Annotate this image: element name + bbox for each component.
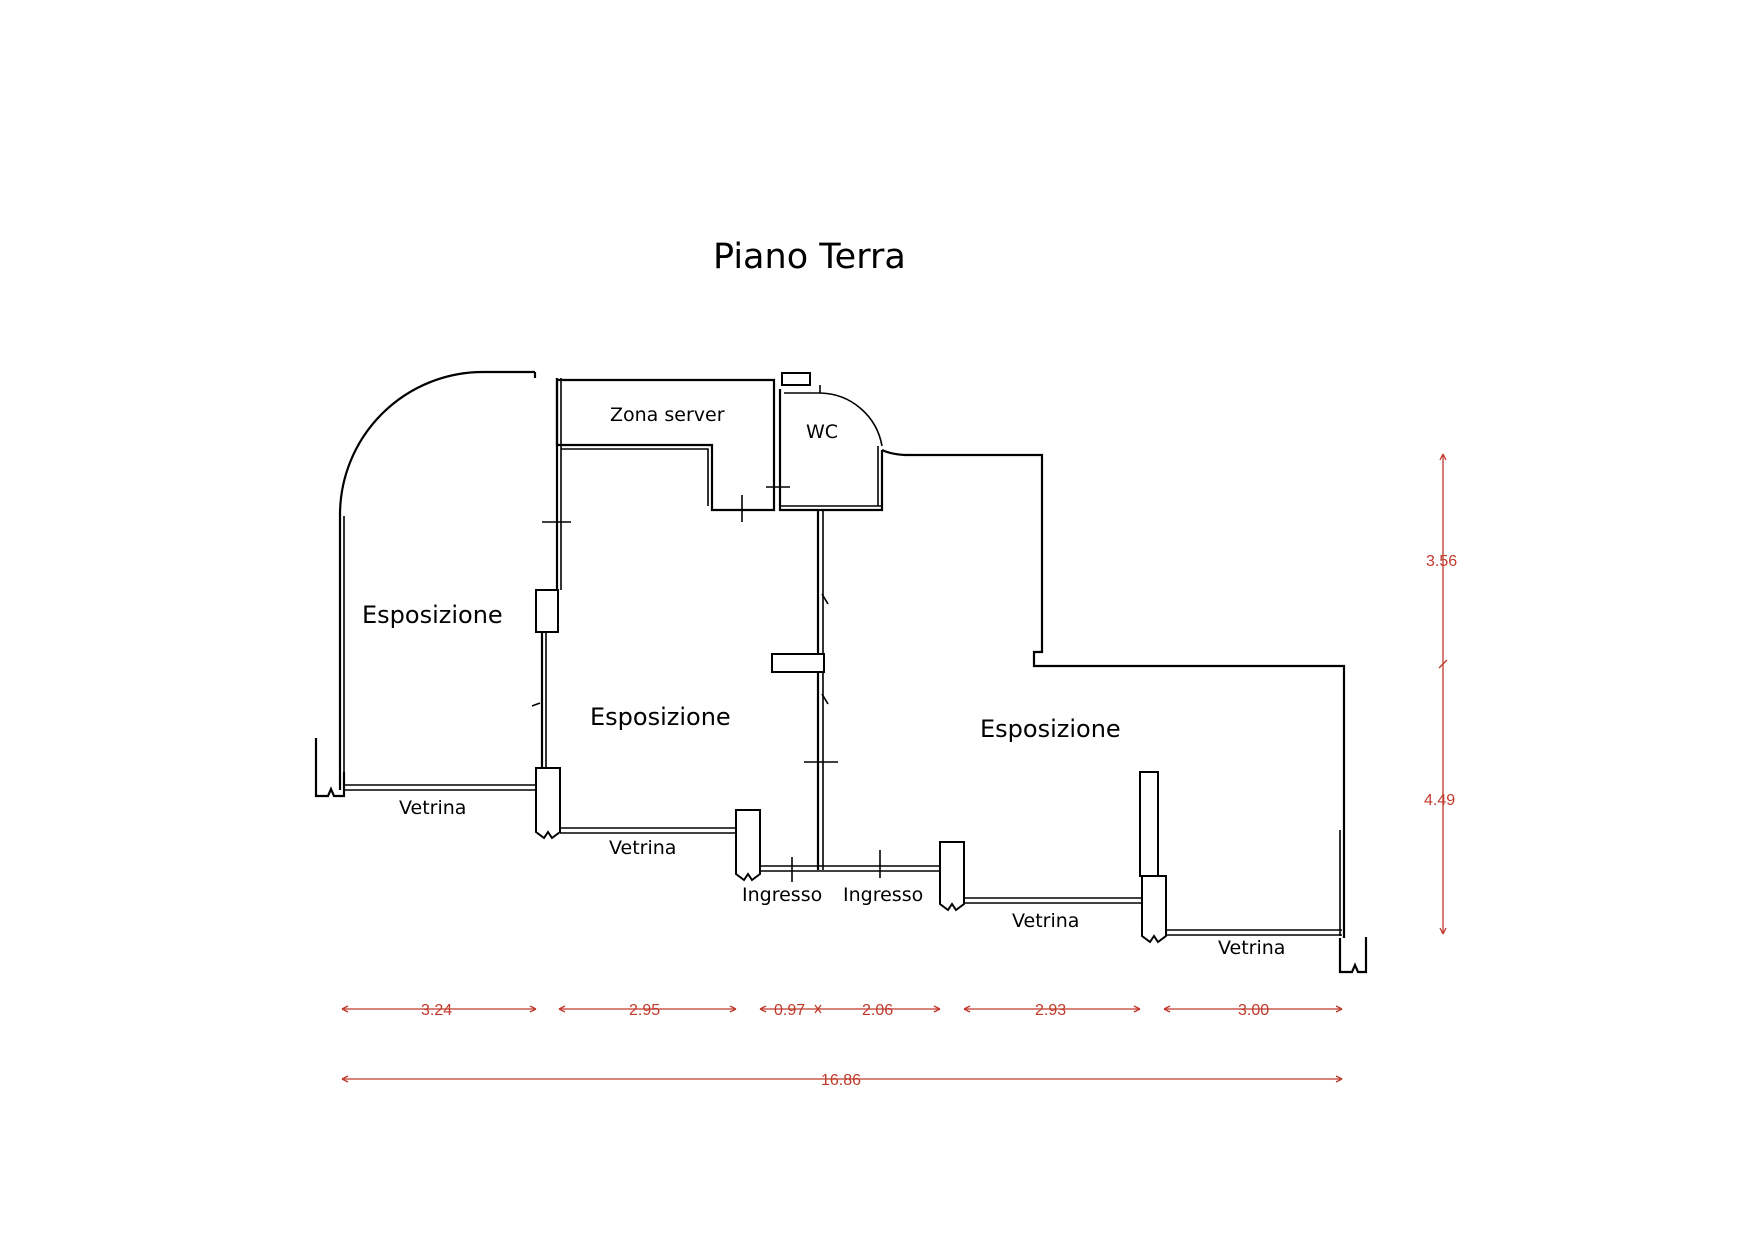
window-vetrina-2 (560, 809, 761, 882)
room-label-esposizione-right: Esposizione (980, 715, 1121, 743)
room-label-zona-server: Zona server (610, 404, 725, 426)
room-label-esposizione-center: Esposizione (590, 703, 731, 731)
dim-label-3-56: 3.56 (1426, 553, 1457, 570)
left-center-partition (531, 378, 571, 840)
dim-label-3-24: 3.24 (421, 1002, 452, 1019)
left-end-pillar (314, 738, 346, 798)
center-partition (771, 510, 838, 870)
label-ingresso-2: Ingresso (843, 884, 923, 906)
dim-label-0-97: 0.97 (774, 1002, 805, 1019)
room-label-esposizione-left: Esposizione (362, 601, 503, 629)
label-vetrina-3: Vetrina (1012, 910, 1079, 932)
server-room-walls (555, 378, 790, 522)
right-room-walls (881, 449, 1368, 974)
dim-label-2-93: 2.93 (1035, 1002, 1066, 1019)
page-title: Piano Terra (713, 237, 906, 277)
dim-label-total: 16.86 (821, 1072, 861, 1089)
horizontal-dimensions (341, 1004, 1343, 1083)
label-vetrina-2: Vetrina (609, 837, 676, 859)
dim-label-2-06: 2.06 (862, 1002, 893, 1019)
dim-label-4-49: 4.49 (1424, 792, 1455, 809)
dim-label-2-95: 2.95 (629, 1002, 660, 1019)
label-vetrina-1: Vetrina (399, 797, 466, 819)
entrance-doors (760, 850, 940, 882)
label-vetrina-4: Vetrina (1218, 937, 1285, 959)
vertical-dimensions (1438, 453, 1448, 935)
left-room-walls (338, 370, 537, 790)
window-vetrina-1 (344, 784, 536, 791)
label-ingresso-1: Ingresso (742, 884, 822, 906)
dim-label-3-00: 3.00 (1238, 1002, 1269, 1019)
room-label-wc: WC (806, 421, 838, 443)
wc-walls (778, 372, 884, 512)
